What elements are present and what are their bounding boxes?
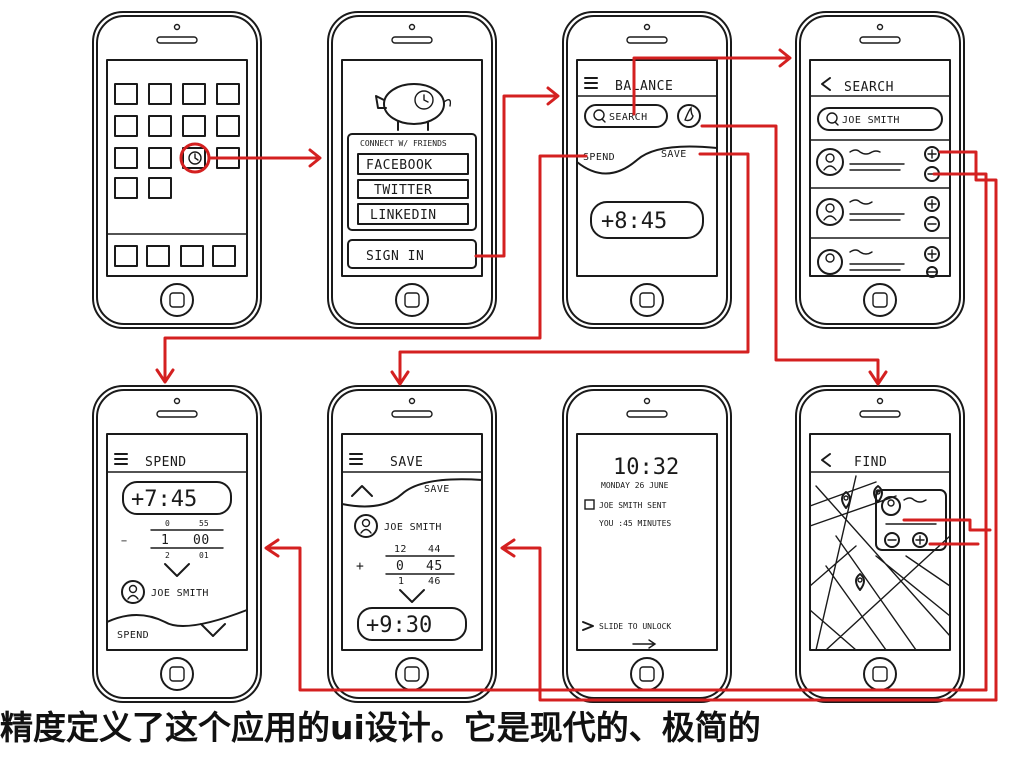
- chevron-down-icon[interactable]: [399, 589, 425, 603]
- twitter-label: TWITTER: [374, 183, 432, 198]
- chevron-down-icon[interactable]: [200, 623, 226, 637]
- calc-bottom-m: 01: [199, 551, 209, 560]
- calc-mid-h: 0: [396, 559, 404, 574]
- back-icon[interactable]: [821, 453, 831, 467]
- save-tab[interactable]: SAVE: [661, 149, 687, 160]
- chevron-down-icon[interactable]: [164, 563, 190, 577]
- phone-login-screen: CONNECT W/ FRIENDS FACEBOOK TWITTER LINK…: [327, 11, 497, 329]
- slide-to-unlock-label: SLIDE TO UNLOCK: [599, 622, 671, 631]
- save-calculator[interactable]: 12 44 + 0 45 1 46: [356, 544, 455, 587]
- save-amount-text: +9:30: [366, 613, 432, 638]
- spend-amount-text: +7:45: [131, 487, 197, 512]
- flame-button[interactable]: [677, 104, 701, 128]
- phone-save-screen: SAVE SAVE JOE SMITH 12 44 + 0 45 1 46 +9…: [327, 385, 497, 703]
- contact-name: JOE SMITH: [384, 522, 442, 533]
- add-friend-icon[interactable]: [924, 146, 940, 162]
- spend-calculator[interactable]: 0 55 − 1 00 2 01: [121, 519, 224, 560]
- search-result-row[interactable]: [817, 246, 940, 278]
- remove-friend-icon[interactable]: [924, 216, 940, 232]
- search-button-label: SEARCH: [609, 112, 648, 123]
- search-title: SEARCH: [844, 80, 894, 95]
- map-pin-icon[interactable]: [873, 485, 883, 503]
- lock-time: 10:32: [613, 455, 679, 480]
- dock-icons: [114, 245, 236, 267]
- phone-lock-screen: 10:32 MONDAY 26 JUNE JOE SMITH SENT YOU …: [562, 385, 732, 703]
- app-icon-grid: [114, 83, 240, 199]
- phone-spend-screen: SPEND +7:45 0 55 − 1 00 2 01 JOE SMITH S…: [92, 385, 262, 703]
- map-pin-icon[interactable]: [855, 573, 865, 591]
- phone-search-screen: SEARCH JOE SMITH: [795, 11, 965, 329]
- chevron-up-icon[interactable]: [351, 485, 373, 497]
- connect-label: CONNECT W/ FRIENDS: [360, 139, 447, 148]
- sign-in-button[interactable]: SIGN IN: [347, 239, 477, 269]
- menu-icon[interactable]: [349, 453, 363, 465]
- spend-amount: +7:45: [122, 481, 232, 515]
- find-title: FIND: [854, 455, 887, 470]
- balance-amount-text: +8:45: [601, 209, 667, 234]
- calc-top-m: 55: [199, 519, 209, 528]
- calc-bottom-m: 46: [428, 576, 441, 587]
- twitter-button[interactable]: TWITTER: [357, 179, 469, 199]
- contact-row[interactable]: JOE SMITH: [121, 580, 209, 604]
- map-pin-icon[interactable]: [841, 491, 851, 509]
- notification-line-1: JOE SMITH SENT: [599, 501, 667, 510]
- piggy-bank-icon: [375, 83, 452, 131]
- linkedin-label: LINKEDIN: [370, 208, 437, 223]
- menu-icon[interactable]: [584, 77, 598, 89]
- add-friend-icon[interactable]: [924, 196, 940, 212]
- save-amount: +9:30: [357, 607, 467, 641]
- search-input[interactable]: JOE SMITH: [817, 107, 943, 131]
- map[interactable]: [809, 475, 951, 651]
- phone-home-screen: [92, 11, 262, 329]
- video-caption: 精度定义了这个应用的ui设计。它是现代的、极简的: [0, 708, 761, 747]
- phone-balance-screen: BALANCE SEARCH SPEND SAVE +8:45: [562, 11, 732, 329]
- spend-footer-label: SPEND: [117, 630, 149, 641]
- spend-title: SPEND: [145, 455, 187, 470]
- notification[interactable]: JOE SMITH SENT YOU :45 MINUTES: [584, 499, 671, 528]
- facebook-button[interactable]: FACEBOOK: [357, 153, 469, 175]
- calc-operator: −: [121, 536, 127, 547]
- contact-row[interactable]: JOE SMITH: [354, 514, 442, 538]
- facebook-label: FACEBOOK: [366, 158, 433, 173]
- add-friend-icon[interactable]: [912, 532, 928, 548]
- balance-amount: +8:45: [590, 201, 704, 239]
- lock-date: MONDAY 26 JUNE: [601, 481, 669, 490]
- flow-arrows: [155, 48, 998, 702]
- calc-mid-m: 00: [193, 533, 210, 548]
- calc-top-h: 12: [394, 544, 407, 555]
- calc-mid-m: 45: [426, 559, 443, 574]
- save-title: SAVE: [390, 455, 423, 470]
- linkedin-button[interactable]: LINKEDIN: [357, 203, 469, 225]
- balance-title: BALANCE: [615, 79, 673, 94]
- notification-line-2: YOU :45 MINUTES: [599, 519, 671, 528]
- calc-top-h: 0: [165, 519, 170, 528]
- search-result-row[interactable]: [809, 196, 951, 239]
- save-tab-label: SAVE: [424, 484, 450, 495]
- calc-operator: +: [356, 559, 364, 574]
- spend-tab[interactable]: SPEND: [583, 152, 615, 163]
- slide-to-unlock[interactable]: SLIDE TO UNLOCK: [582, 621, 671, 649]
- remove-friend-icon[interactable]: [926, 266, 938, 278]
- calc-top-m: 44: [428, 544, 441, 555]
- calc-bottom-h: 1: [398, 576, 404, 587]
- search-button[interactable]: SEARCH: [584, 104, 668, 128]
- menu-icon[interactable]: [114, 453, 128, 465]
- remove-friend-icon[interactable]: [884, 532, 900, 548]
- calc-mid-h: 1: [161, 533, 169, 548]
- calc-bottom-h: 2: [165, 551, 170, 560]
- add-friend-icon[interactable]: [924, 246, 940, 262]
- contact-name: JOE SMITH: [151, 588, 209, 599]
- sign-in-label: SIGN IN: [366, 249, 424, 264]
- back-icon[interactable]: [821, 77, 831, 91]
- search-query: JOE SMITH: [842, 115, 900, 126]
- search-result-row[interactable]: [809, 139, 951, 189]
